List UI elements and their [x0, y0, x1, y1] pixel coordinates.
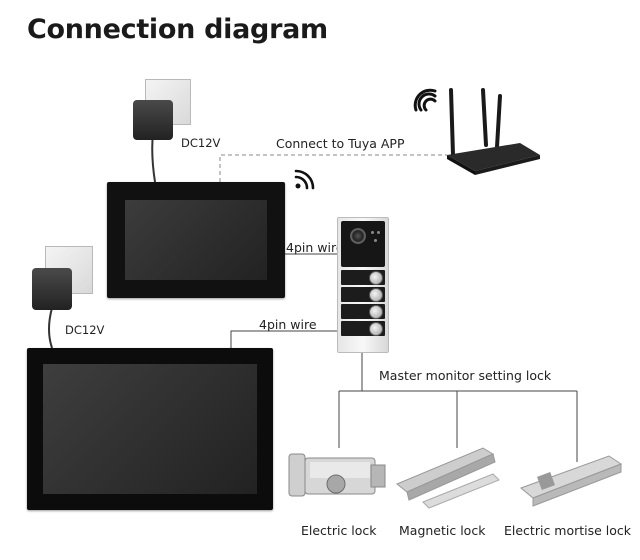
magnetic-lock-label: Magnetic lock: [399, 523, 486, 538]
lock-wire-tree: [338, 351, 578, 462]
monitor-screen: [43, 364, 257, 494]
router-icon: [413, 88, 540, 175]
monitor-icon: [27, 348, 273, 510]
camera-icon: [350, 228, 366, 244]
wifi-icon: [294, 169, 315, 190]
lock-icon: [520, 455, 623, 507]
tuya-dashed-line: [219, 154, 447, 182]
power-adapter-icon: [133, 100, 173, 140]
tuya-label: Connect to Tuya APP: [276, 136, 405, 151]
wire-label-bottom: 4pin wire: [259, 317, 317, 332]
lock-icon: [288, 453, 386, 497]
power-adapter-icon: [32, 268, 72, 310]
wire-label-top: 4pin wire: [286, 240, 344, 255]
door-station-icon: [337, 217, 389, 353]
monitor-icon: [107, 182, 285, 298]
diagram-title: Connection diagram: [27, 14, 328, 45]
call-button: [341, 270, 385, 285]
call-button: [341, 321, 385, 336]
monitor-screen: [125, 200, 267, 280]
electric-lock-label: Electric lock: [301, 523, 377, 538]
power-cable-bottom: [48, 307, 53, 349]
call-button: [341, 304, 385, 319]
mortise-lock-label: Electric mortise lock: [504, 523, 632, 538]
lock-icon: [396, 447, 500, 509]
wire-bottom-line: [230, 330, 337, 348]
master-lock-label: Master monitor setting lock: [379, 368, 552, 383]
call-button: [341, 287, 385, 302]
dc12v-label-top: DC12V: [181, 136, 221, 150]
dc12v-label-bottom: DC12V: [65, 323, 105, 337]
